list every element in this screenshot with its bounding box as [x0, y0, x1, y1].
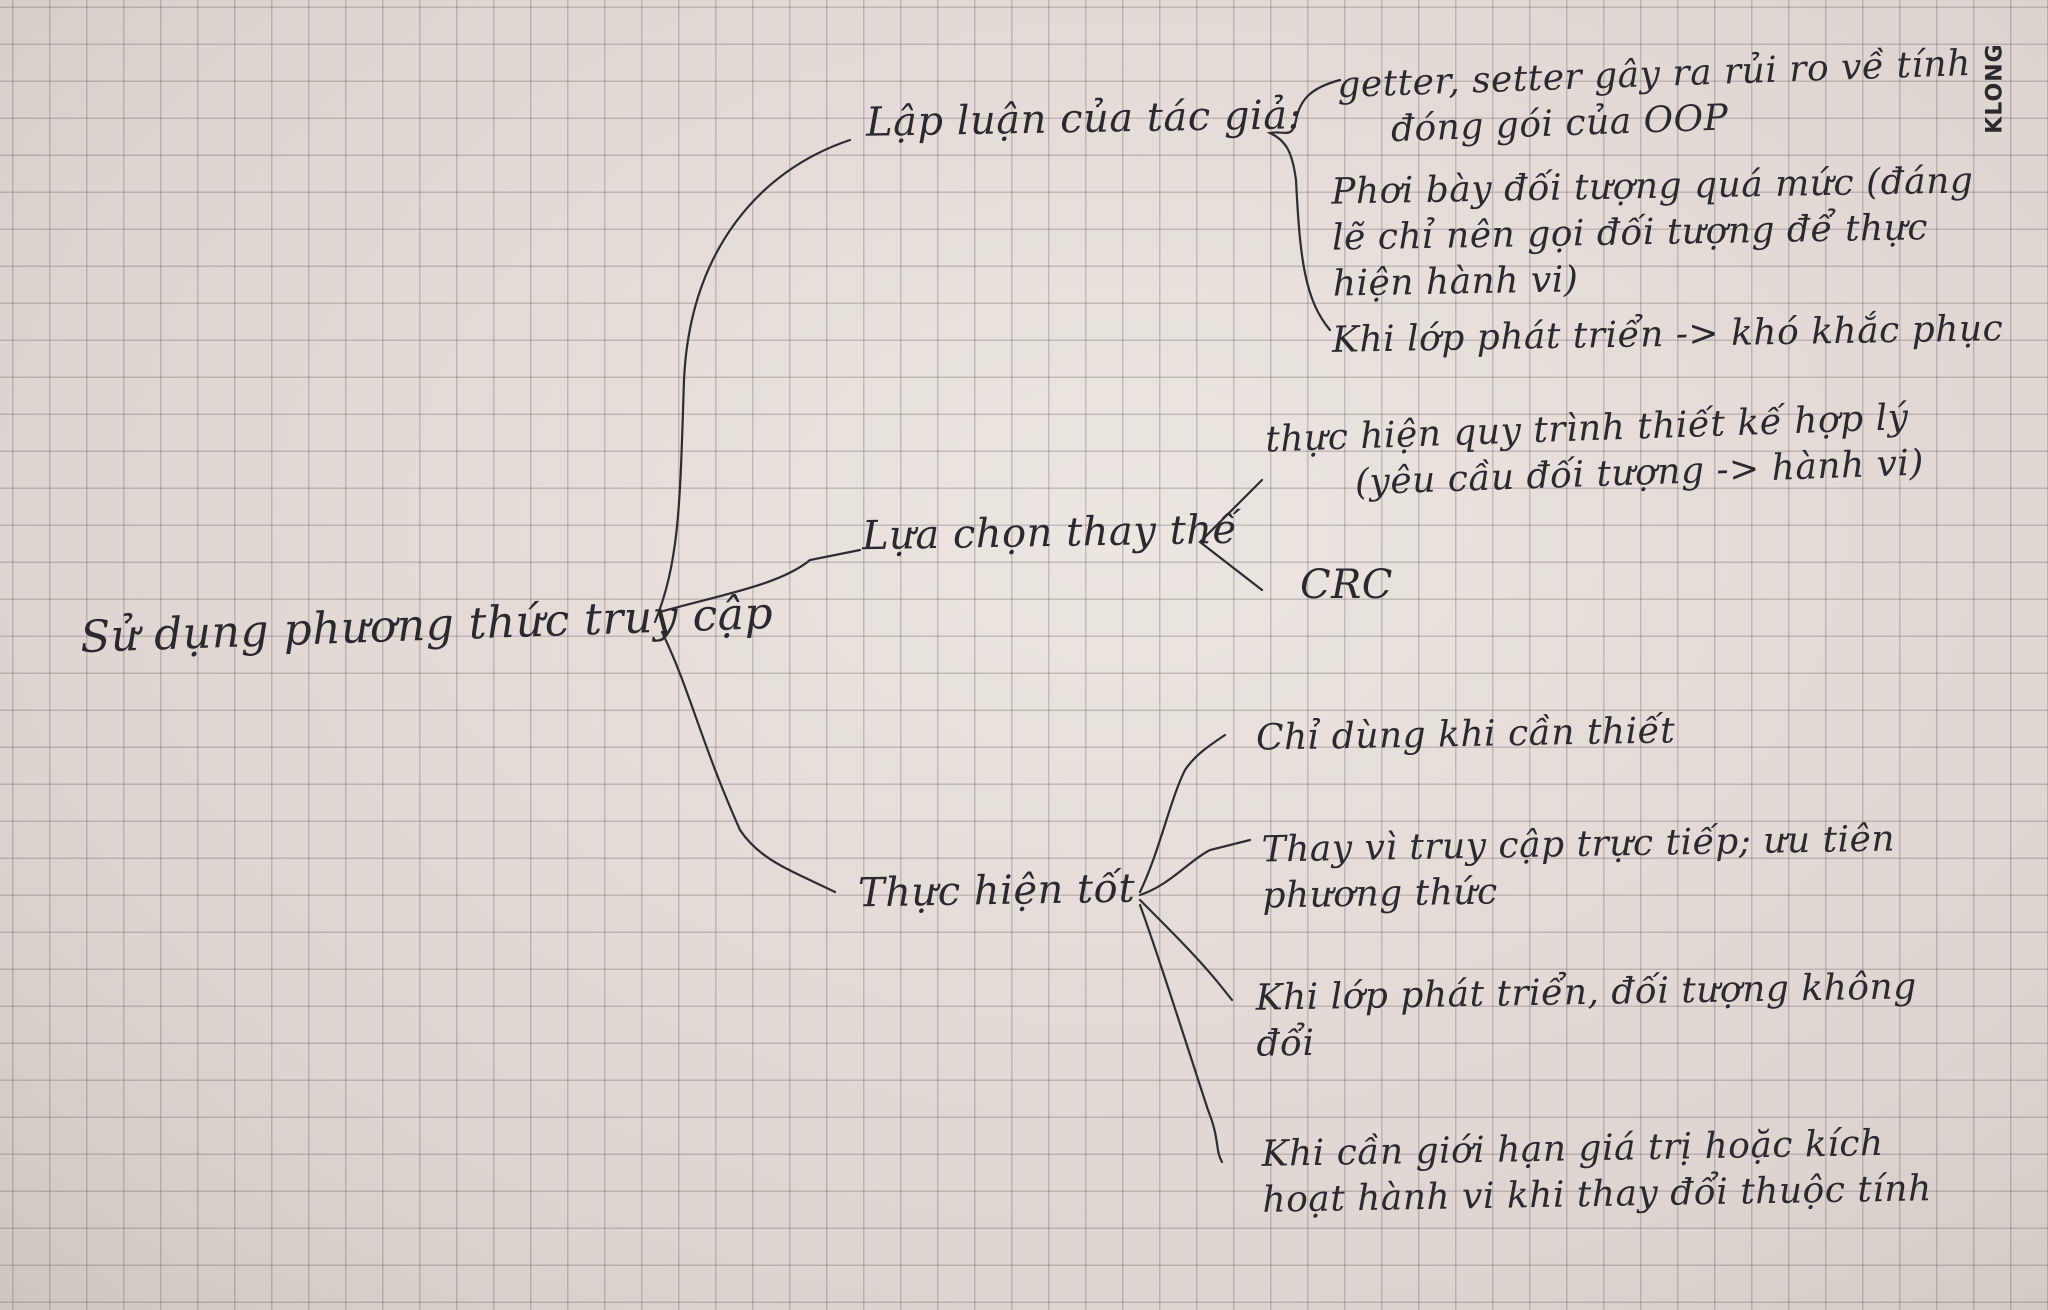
- branch-3-item-1-line-1: Chỉ dùng khi cần thiết: [1255, 710, 1676, 759]
- fan-branch-3-item-4: [1138, 903, 1224, 1164]
- branch-2-item-2-line-1: CRC: [1300, 562, 1393, 608]
- connector-root-branch-2: [658, 548, 862, 614]
- brace-branch-1: [1266, 78, 1342, 332]
- branch-3-item-2: Thay vì truy cập trực tiếp; ưu tiên phươ…: [1261, 816, 1896, 919]
- branch-3-item-3: Khi lớp phát triển, đối tượng không đổi: [1255, 964, 1918, 1068]
- branch-3-item-1: Chỉ dùng khi cần thiết: [1256, 708, 1676, 761]
- branch-3-item-4: Khi cần giới hạn giá trị hoặc kích hoạt …: [1261, 1120, 1932, 1224]
- brand-logo: KLONG: [1980, 42, 2020, 142]
- connector-root-branch-3: [660, 630, 837, 894]
- brand-text: KLONG: [1982, 43, 2008, 134]
- chevron-branch-2: [1198, 478, 1264, 592]
- branch-2-item-2: CRC: [1300, 562, 1393, 608]
- branch-1-label: Lập luận của tác giả:: [865, 92, 1302, 146]
- connector-root-branch-1: [653, 138, 852, 624]
- branch-3-label: Thực hiện tốt: [857, 865, 1136, 917]
- fan-branch-3-item-2: [1138, 838, 1252, 897]
- fan-branch-3-item-3: [1138, 898, 1234, 1002]
- branch-1-item-2: Phơi bày đối tượng quá mức (đáng lẽ chỉ …: [1331, 158, 1976, 307]
- fan-branch-3-item-1: [1138, 733, 1227, 894]
- branch-2-label: Lựa chọn thay thế: [861, 506, 1238, 560]
